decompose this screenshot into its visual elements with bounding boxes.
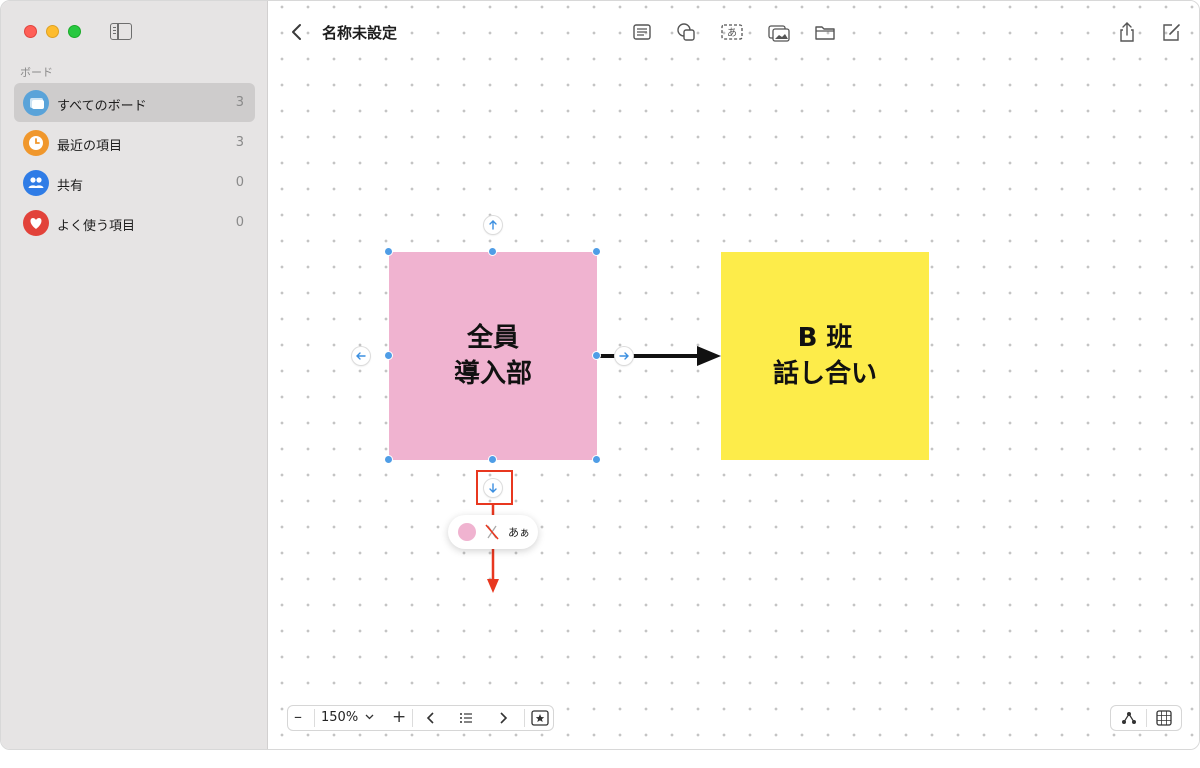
sidebar-toggle-icon[interactable] [110, 23, 132, 40]
clock-icon [23, 130, 49, 156]
sticky-note-yellow[interactable]: B 班 話し合い [721, 252, 929, 460]
note-line-2: 導入部 [453, 359, 532, 389]
text-style-button[interactable]: あぁ [508, 526, 530, 539]
prev-chevron-icon[interactable] [424, 706, 438, 730]
sidebar: ボード すべてのボード 3 最近の項目 3 [1, 1, 268, 749]
connect-right-button[interactable] [615, 347, 633, 365]
note-line-1: 全員 [466, 323, 519, 353]
star-scene-icon[interactable] [531, 706, 549, 730]
sticky-note-pink[interactable]: 全員 導入部 [389, 252, 597, 460]
board-canvas[interactable]: 名称未設定 あ [268, 1, 1199, 749]
sidebar-item-label: よく使う項目 [57, 219, 136, 234]
note-line-2: 話し合い [772, 359, 877, 389]
sidebar-item-favorites[interactable]: よく使う項目 0 [14, 203, 255, 242]
sidebar-item-count: 0 [235, 175, 244, 190]
chevron-down-icon [365, 714, 374, 720]
color-swatch[interactable] [458, 523, 476, 541]
resize-handle[interactable] [592, 351, 601, 360]
back-chevron-icon[interactable] [290, 22, 304, 42]
zoom-in-button[interactable]: + [392, 707, 407, 727]
resize-handle[interactable] [384, 247, 393, 256]
svg-text:あ: あ [727, 27, 737, 39]
text-box-icon[interactable] [629, 19, 655, 45]
resize-handle[interactable] [488, 455, 497, 464]
heart-icon [23, 210, 49, 236]
note-line-1: B 班 [797, 323, 853, 353]
share-icon[interactable] [1114, 19, 1140, 45]
connect-down-button[interactable] [484, 479, 502, 497]
zoom-level: 150% [321, 710, 359, 725]
resize-handle[interactable] [384, 351, 393, 360]
resize-handle[interactable] [488, 247, 497, 256]
resize-handle[interactable] [592, 455, 601, 464]
sidebar-item-shared[interactable]: 共有 0 [14, 163, 255, 202]
highlight-box [476, 470, 513, 505]
format-popover: あぁ [448, 515, 538, 549]
resize-handle[interactable] [384, 455, 393, 464]
sidebar-item-label: 共有 [57, 179, 84, 194]
connector-tool-icon[interactable] [1119, 706, 1139, 730]
compose-icon[interactable] [1158, 19, 1184, 45]
zoom-navigation-bar: – 150% + [287, 705, 554, 731]
sidebar-item-recent[interactable]: 最近の項目 3 [14, 123, 255, 162]
arrow-right-icon [619, 352, 629, 360]
zoom-level-select[interactable]: 150% [321, 706, 381, 730]
no-border-icon[interactable] [483, 523, 501, 541]
sidebar-item-count: 3 [235, 95, 244, 110]
shapes-icon[interactable] [673, 19, 699, 45]
people-icon [23, 170, 49, 196]
zoom-out-button[interactable]: – [294, 707, 302, 726]
sidebar-item-all-boards[interactable]: すべてのボード 3 [14, 83, 255, 122]
connect-left-button[interactable] [352, 347, 370, 365]
board-title: 名称未設定 [322, 24, 398, 42]
minimize-window-button[interactable] [46, 25, 59, 38]
view-controls [1110, 705, 1182, 731]
sidebar-item-label: 最近の項目 [57, 139, 123, 154]
zoom-window-button[interactable] [68, 25, 81, 38]
app-window: ボード すべてのボード 3 最近の項目 3 [0, 0, 1200, 750]
sidebar-item-count: 0 [235, 215, 244, 230]
sidebar-item-label: すべてのボード [57, 99, 147, 114]
grid-icon[interactable] [1155, 706, 1173, 730]
sidebar-item-count: 3 [235, 135, 244, 150]
boards-icon [23, 90, 49, 116]
arrow-up-icon [489, 220, 497, 230]
arrow-down-icon [489, 483, 497, 493]
list-icon[interactable] [458, 706, 474, 730]
text-icon[interactable]: あ [719, 19, 745, 45]
next-chevron-icon[interactable] [496, 706, 510, 730]
folder-icon[interactable] [812, 19, 838, 45]
sidebar-section-label: ボード [20, 66, 53, 79]
close-window-button[interactable] [24, 25, 37, 38]
resize-handle[interactable] [592, 247, 601, 256]
connector-arrow[interactable] [597, 341, 723, 371]
arrow-left-icon [356, 352, 366, 360]
media-icon[interactable] [766, 19, 792, 45]
connect-up-button[interactable] [484, 216, 502, 234]
